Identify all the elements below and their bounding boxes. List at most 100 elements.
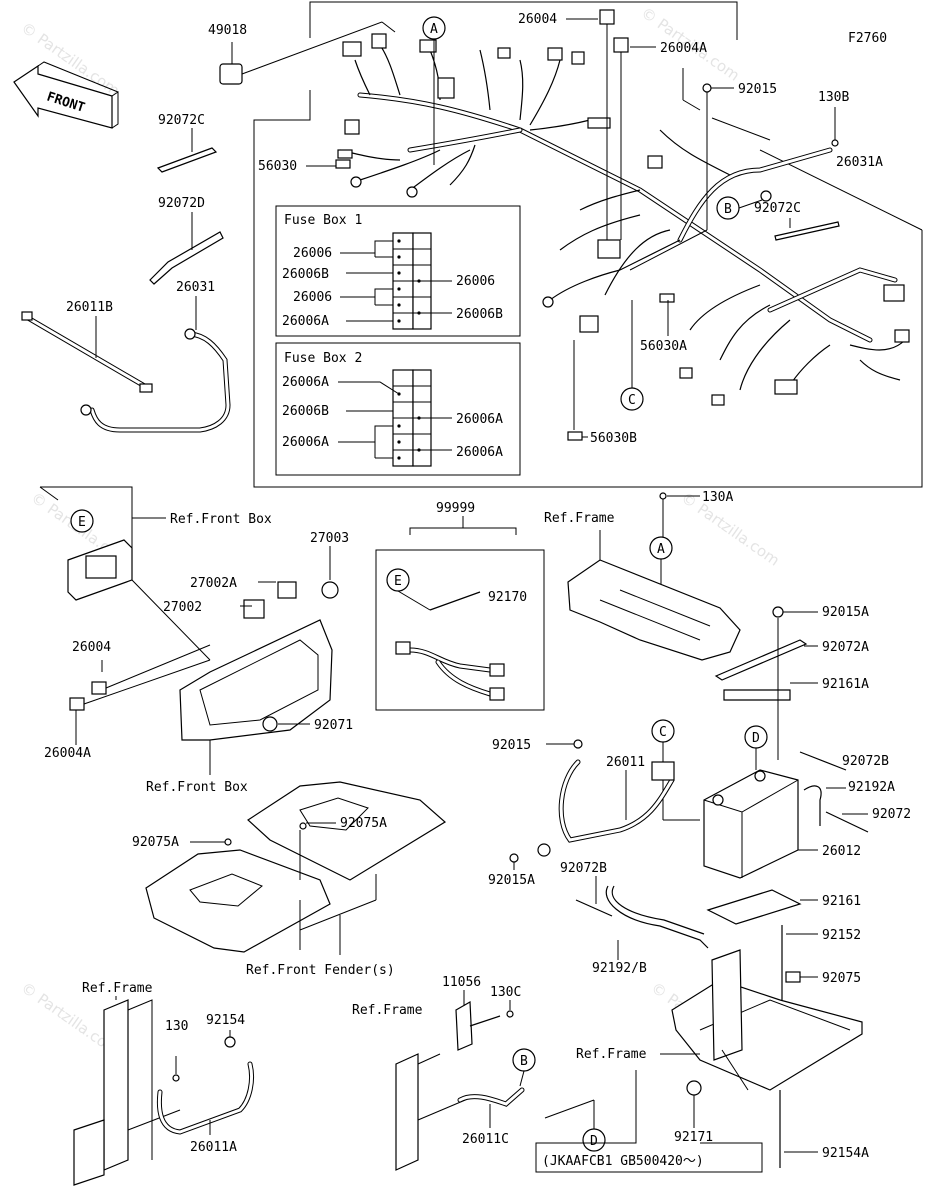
callout-d-bottom: D (544, 1099, 606, 1152)
callout-b-top-letter: B (724, 202, 732, 217)
label-26031A: 26031A (836, 155, 883, 170)
fuse-box-2-right-1: 26006A (456, 412, 503, 427)
battery-26012 (703, 769, 818, 879)
label-26004A-top: 26004A (660, 41, 707, 56)
fuse-box-2: Fuse Box 2 26006A 26006B 26006A 26006A 2… (275, 342, 521, 476)
label-56030B: 56030B (590, 431, 637, 446)
callout-a-top: A (422, 16, 446, 165)
label-27002A: 27002A (190, 576, 237, 591)
fuse-box-2-left-1: 26006A (282, 375, 329, 390)
front-fenders (145, 781, 447, 955)
label-ref-frame-4: Ref.Frame (576, 1047, 647, 1062)
callout-a-top-letter: A (430, 22, 438, 37)
label-92152: 92152 (822, 928, 861, 943)
label-92072B-r: 92072B (842, 754, 889, 769)
label-56030: 56030 (258, 159, 297, 174)
fuse-box-1-left-1: 26006 (293, 246, 332, 261)
callout-d-bottom-letter: D (590, 1134, 598, 1149)
figure-code: F2760 (848, 31, 887, 46)
fuse-box-1-left-3: 26006 (293, 290, 332, 305)
label-49018: 49018 (208, 23, 247, 38)
label-130: 130 (165, 1019, 188, 1034)
label-92161: 92161 (822, 894, 861, 909)
label-130A: 130A (702, 490, 733, 505)
label-26011A: 26011A (190, 1140, 237, 1155)
lead-26011B (21, 311, 153, 393)
callout-b-bottom: B (512, 1048, 536, 1087)
connector-49018 (219, 21, 396, 85)
label-26011: 26011 (606, 755, 645, 770)
serial-note: (JKAAFCB1 GB500420～) (542, 1154, 704, 1169)
callout-c-top-letter: C (628, 393, 636, 408)
label-92075: 92075 (822, 971, 861, 986)
frame-section (567, 492, 741, 661)
main-harness (337, 33, 910, 441)
front-arrow: FRONT (13, 61, 119, 129)
label-92170: 92170 (488, 590, 527, 605)
callout-d-battery: D (744, 725, 768, 770)
label-92192B: 92192/B (592, 961, 647, 976)
main-harness-frame (253, 1, 923, 488)
fuse-box-1-left-4: 26006A (282, 314, 329, 329)
fuse-box-2-left-3: 26006A (282, 435, 329, 450)
label-92154: 92154 (206, 1013, 245, 1028)
label-ref-frame-3: Ref.Frame (352, 1003, 423, 1018)
label-27002: 27002 (163, 600, 202, 615)
fuse-box-2-right-2: 26006A (456, 445, 503, 460)
label-ref-frame-1: Ref.Frame (544, 511, 615, 526)
label-92075A-1: 92075A (340, 816, 387, 831)
callout-c-top: C (620, 300, 644, 411)
label-26031: 26031 (176, 280, 215, 295)
callout-e-kit-letter: E (394, 574, 402, 589)
kit-99999: 99999 92170 (375, 501, 545, 711)
callout-a-frame-letter: A (657, 542, 665, 557)
label-ref-front-box-2: Ref.Front Box (146, 780, 248, 795)
callout-b-top: B (716, 196, 763, 220)
label-92072: 92072 (872, 807, 911, 822)
label-92154A: 92154A (822, 1146, 869, 1161)
label-26011C: 26011C (462, 1132, 509, 1147)
label-92075A-2: 92075A (132, 835, 179, 850)
callout-d-battery-letter: D (752, 731, 760, 746)
label-92072A: 92072A (822, 640, 869, 655)
fuse-box-1-right-2: 26006B (456, 307, 503, 322)
label-92072C-right: 92072C (754, 201, 801, 216)
battery-tray (671, 949, 863, 1168)
label-27003: 27003 (310, 531, 349, 546)
label-92072D: 92072D (158, 196, 205, 211)
label-ref-front-fender: Ref.Front Fender(s) (246, 963, 395, 978)
fuse-box-2-title: Fuse Box 2 (284, 351, 362, 366)
label-26004-mid: 26004 (72, 640, 111, 655)
label-92015-top: 92015 (738, 82, 777, 97)
callout-b-bottom-letter: B (520, 1054, 528, 1069)
label-130B: 130B (818, 90, 849, 105)
label-92071: 92071 (314, 718, 353, 733)
label-92015A-mid: 92015A (488, 873, 535, 888)
callout-e-kit: E (386, 568, 410, 592)
band-92072D (149, 212, 224, 285)
label-130C: 130C (490, 985, 521, 1000)
label-92015-mid: 92015 (492, 738, 531, 753)
label-11056: 11056 (442, 975, 481, 990)
label-ref-frame-2: Ref.Frame (82, 981, 153, 996)
label-ref-front-box-1: Ref.Front Box (170, 512, 272, 527)
label-92161A: 92161A (822, 677, 869, 692)
label-92072B-b: 92072B (560, 861, 607, 876)
label-92072C-left: 92072C (158, 113, 205, 128)
callout-c-battery-letter: C (659, 725, 667, 740)
harness-26031 (80, 296, 231, 433)
frame-bottom-middle (395, 990, 525, 1171)
label-56030A: 56030A (640, 339, 687, 354)
band-92072C-left (156, 128, 218, 173)
label-26004A-mid: 26004A (44, 746, 91, 761)
callout-c-battery: C (651, 719, 700, 821)
fuse-box-1: Fuse Box 1 26006 26006B 26006 26006A 260… (275, 205, 521, 337)
cable-26011 (509, 739, 675, 870)
fuse-box-2-left-2: 26006B (282, 404, 329, 419)
callout-e-left: E (70, 509, 94, 533)
label-92015A-top: 92015A (822, 605, 869, 620)
label-26012: 26012 (822, 844, 861, 859)
frame-bottom-left (73, 996, 255, 1186)
front-box-assembly (39, 486, 339, 775)
